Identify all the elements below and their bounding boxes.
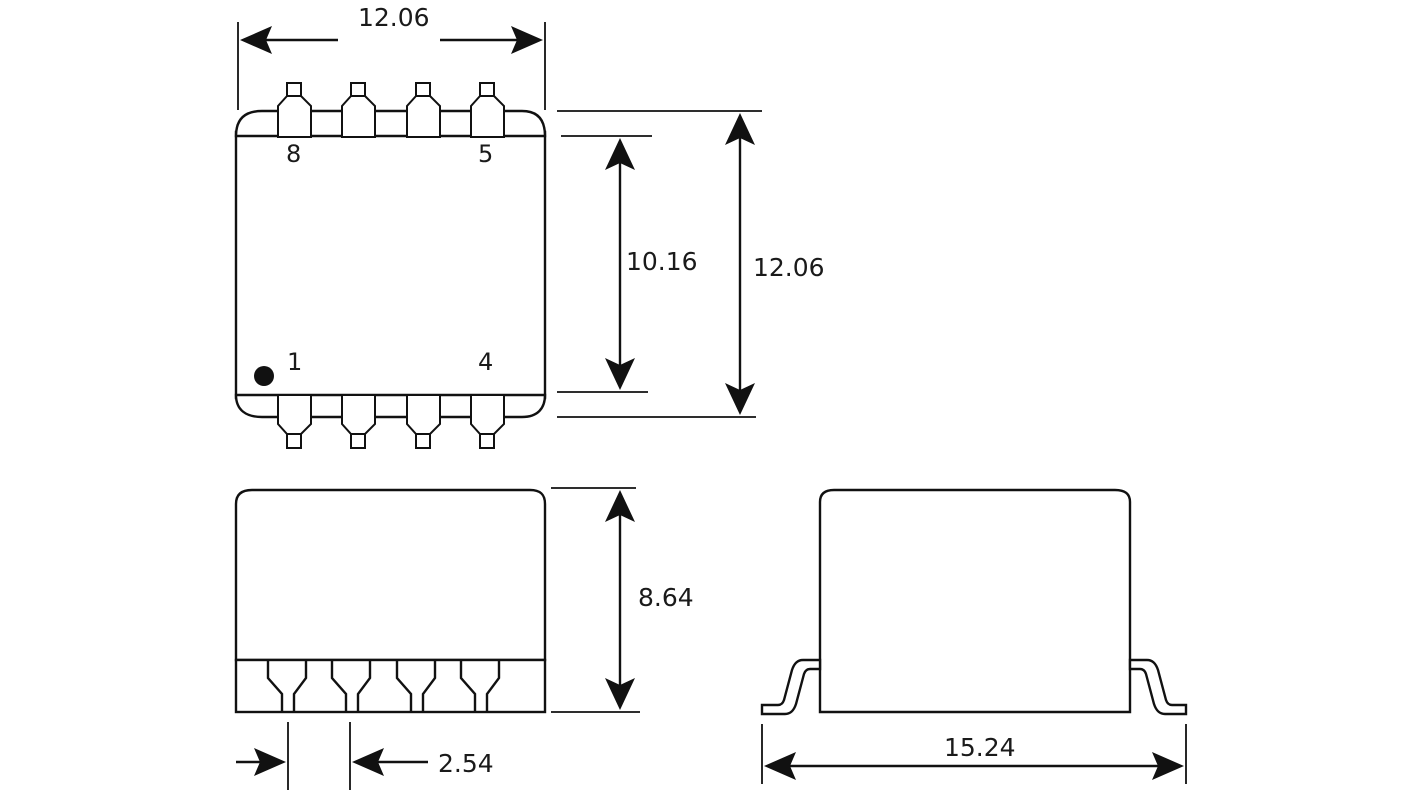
pin-label-1: 1 [287,348,302,376]
dim-pin-pitch: 2.54 [236,722,494,790]
dim-pin-pitch-label: 2.54 [438,749,494,778]
front-view [234,488,547,714]
bottom-pins [277,394,505,449]
pin-top-7 [341,82,376,138]
dim-body-height-outer-label: 12.06 [753,253,825,282]
dim-lead-span-label: 15.24 [944,733,1016,762]
pin-label-8: 8 [286,140,301,168]
dim-top-width-label: 12.06 [358,3,430,32]
end-view-body [818,488,1132,714]
top-view-body [234,130,547,400]
pin-label-5: 5 [478,140,493,168]
dim-package-height-label: 8.64 [638,583,694,612]
top-view-upper-frame [234,109,547,138]
pin-top-6 [406,82,441,138]
top-view-lower-frame [234,393,547,419]
front-view-pins [266,660,501,712]
pin1-marker-dot [254,366,274,386]
pin-bottom-2 [341,394,376,449]
pin-bottom-3 [406,394,441,449]
pin-bottom-1 [277,394,312,449]
end-view-right-lead [1128,658,1188,716]
pin-top-8 [277,82,312,138]
front-view-body [234,488,547,662]
end-view-left-lead [760,658,822,716]
pin-top-5 [470,82,505,138]
dim-body-height-inner: 10.16 [557,135,698,393]
dim-body-height-inner-label: 10.16 [626,247,698,276]
dim-package-height: 8.64 [551,487,694,713]
pin-label-4: 4 [478,348,493,376]
dim-lead-span: 15.24 [761,724,1187,784]
top-pins [277,82,505,138]
pin-bottom-4 [470,394,505,449]
dim-top-width: 12.06 [237,3,546,110]
end-view [760,488,1188,716]
dim-body-height-outer: 12.06 [557,110,825,418]
top-view: 8 5 1 4 [234,82,547,449]
